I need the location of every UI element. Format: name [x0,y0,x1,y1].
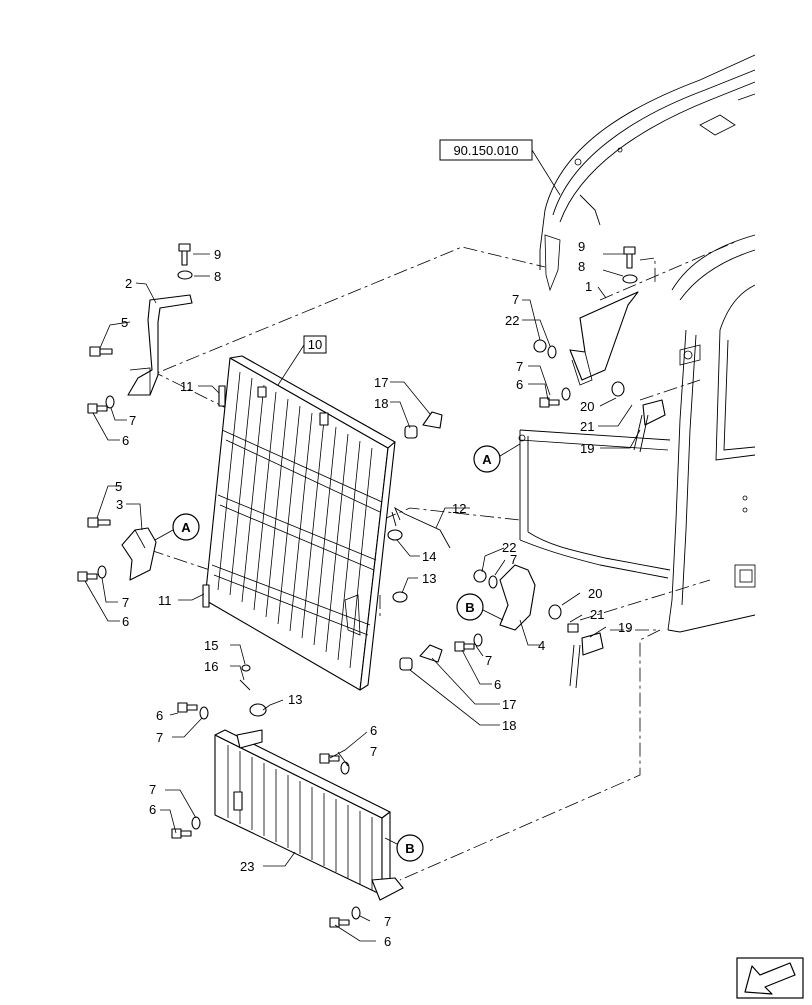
label-7-e: 7 [149,782,156,797]
latch-rod-19-upper[interactable] [633,399,666,453]
label-8-right: 8 [578,259,585,274]
boxed-label-10: 10 [277,335,327,386]
svg-text:B: B [465,600,474,615]
label-2: 2 [125,276,132,291]
main-grille[interactable] [202,355,396,691]
bracket-1[interactable] [569,291,639,386]
label-18-lower: 18 [502,718,516,733]
label-11-upper: 11 [180,379,194,394]
label-7-i: 7 [510,552,517,567]
label-7-j: 7 [485,653,492,668]
cab-outline [518,54,756,633]
label-15: 15 [204,638,218,653]
label-7-d: 7 [370,744,377,759]
bracket-2[interactable] [127,294,193,396]
rod-12[interactable] [391,506,451,549]
label-5-lower: 5 [115,479,122,494]
latch-rod-19-lower[interactable] [569,632,604,689]
callout-a-left[interactable]: A [154,513,200,541]
label-13-lower: 13 [288,692,302,707]
leader-lines [84,253,641,942]
label-7-b: 7 [122,595,129,610]
label-3: 3 [116,497,123,512]
label-6-e: 6 [149,802,156,817]
label-21-lower: 21 [590,607,604,622]
reference-box[interactable]: 90.150.010 [439,139,561,196]
label-22-upper: 22 [505,313,519,328]
label-9-right: 9 [578,239,585,254]
label-17-upper: 17 [374,375,388,390]
label-13-upper: 13 [422,571,436,586]
label-6-a: 6 [122,433,129,448]
callout-b-left[interactable]: B [456,593,504,621]
bracket-4[interactable] [499,564,536,631]
callout-a-right[interactable]: A [473,443,521,473]
svg-text:10: 10 [308,337,322,352]
svg-text:A: A [181,520,191,535]
hardware [77,243,638,928]
label-6-d: 6 [370,723,377,738]
label-7-g: 7 [512,292,519,307]
label-23: 23 [240,859,254,874]
bracket-3[interactable] [121,527,157,581]
label-22-lower: 22 [502,540,516,555]
label-6-f: 6 [384,934,391,949]
svg-text:A: A [482,452,492,467]
lower-grille[interactable] [214,729,404,901]
label-20-upper: 20 [580,399,594,414]
part-labels: 9 8 2 5 7 6 11 5 3 7 6 11 17 18 12 14 13… [115,239,632,949]
label-11-lower: 11 [158,593,172,608]
label-6-c: 6 [156,708,163,723]
label-18-upper: 18 [374,396,388,411]
label-1: 1 [585,279,592,294]
label-19-upper: 19 [580,441,594,456]
label-6-g: 6 [516,377,523,392]
svg-text:B: B [405,841,414,856]
reference-box-label: 90.150.010 [453,143,518,158]
label-19-lower: 19 [618,620,632,635]
label-17-lower: 17 [502,697,516,712]
label-20-lower: 20 [588,586,602,601]
label-6-b: 6 [122,614,129,629]
label-4: 4 [538,638,545,653]
label-12: 12 [452,501,466,516]
label-21-upper: 21 [580,419,594,434]
label-7-f: 7 [384,914,391,929]
label-16: 16 [204,659,218,674]
label-7-a: 7 [129,413,136,428]
callout-b-lower[interactable]: B [384,834,424,862]
arrow-down-left-icon[interactable] [736,957,804,999]
label-5-upper: 5 [121,315,128,330]
label-7-c: 7 [156,730,163,745]
label-8-left: 8 [214,269,221,284]
label-9-left: 9 [214,247,221,262]
label-7-h: 7 [516,359,523,374]
label-6-h: 6 [494,677,501,692]
label-14: 14 [422,549,436,564]
